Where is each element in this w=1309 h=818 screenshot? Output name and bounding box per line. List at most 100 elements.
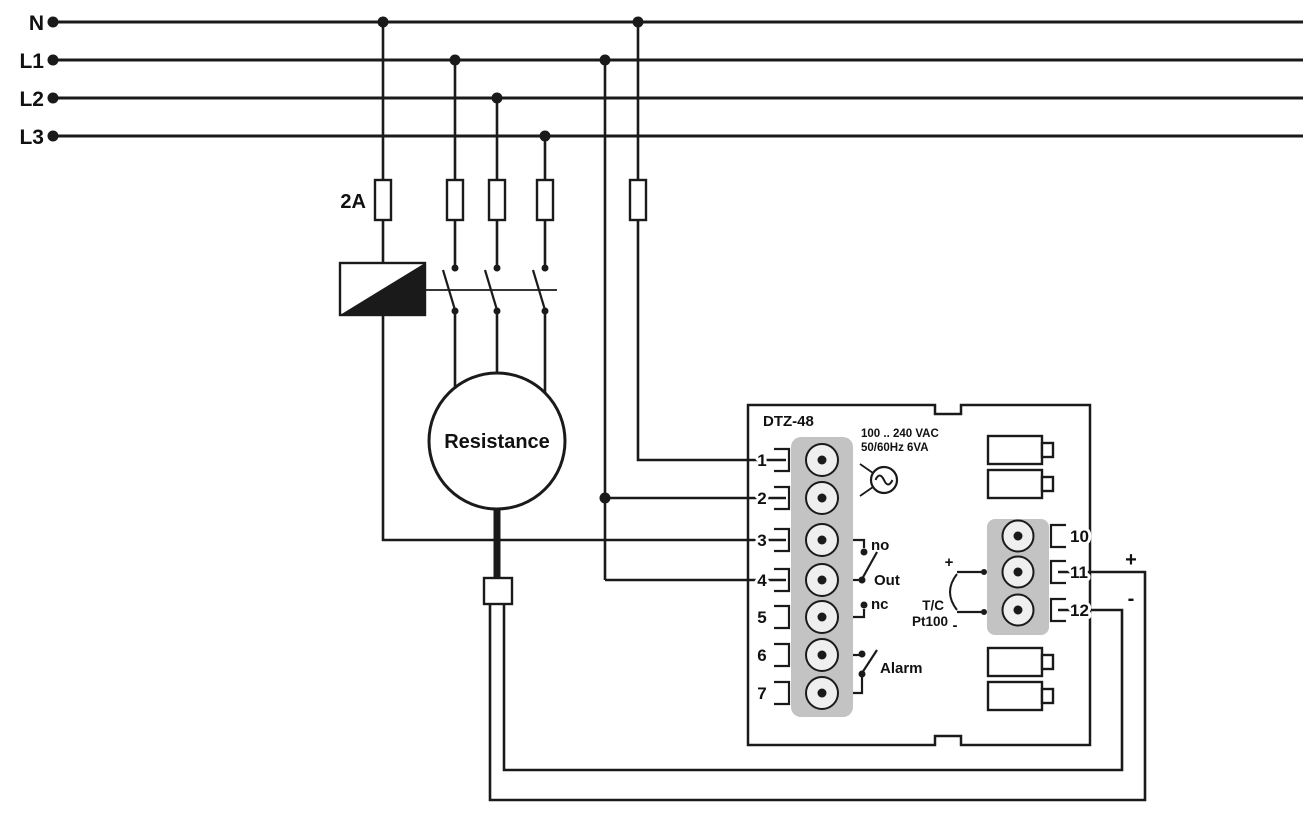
screw-center <box>817 493 827 503</box>
sensor-lead-dot <box>981 569 987 575</box>
terminal-clamp <box>774 447 791 473</box>
contactor <box>338 261 557 317</box>
bus-label-l2: L2 <box>19 88 44 111</box>
controller: DTZ-48 1 2 3 <box>746 403 1092 747</box>
alarm-label: Alarm <box>880 660 923 677</box>
alarm-dot-top <box>858 650 866 658</box>
relay-no-dot <box>860 548 868 556</box>
sensor: + - <box>482 509 1147 802</box>
ac-symbol-leads <box>859 463 874 497</box>
bus-terminal-dot-l1 <box>47 54 59 66</box>
relay-output: no Out nc <box>853 537 900 619</box>
contact-dot <box>493 264 501 272</box>
sensor-junction-arc <box>949 573 958 611</box>
unused-block <box>986 434 1044 466</box>
terminal-number: 6 <box>757 646 766 665</box>
terminal-number: 5 <box>757 608 766 627</box>
screw-center <box>817 612 827 622</box>
terminal-number: 2 <box>757 489 766 508</box>
relay-nc-dot <box>860 601 868 609</box>
contact-dot <box>541 264 549 272</box>
screw-center <box>817 650 827 660</box>
junction-dot <box>599 54 611 66</box>
unused-block-tab <box>1040 653 1055 671</box>
sensor-input: + - T/C Pt100 <box>912 554 987 634</box>
terminal-number: 3 <box>757 531 766 550</box>
terminal-strip-left: 1 2 3 4 5 6 7 <box>754 437 853 717</box>
unused-block-tab <box>1040 687 1055 705</box>
terminal-clamp <box>774 485 791 511</box>
screw-center <box>817 575 827 585</box>
sensor-input-minus: - <box>953 617 958 634</box>
unused-block <box>986 468 1044 500</box>
bus-label-l1: L1 <box>19 50 44 73</box>
supply-rating-line1: 100 .. 240 VAC <box>861 428 939 440</box>
alarm-output: Alarm <box>853 649 923 695</box>
contact-blade <box>531 269 547 311</box>
controller-model-label: DTZ-48 <box>763 413 814 430</box>
screw-center <box>817 455 827 465</box>
terminal-clamp <box>774 527 791 553</box>
sensor-wire-minus <box>502 604 1124 772</box>
unused-block-tab <box>1040 441 1055 459</box>
alarm-lead-bottom <box>853 677 864 695</box>
unused-terminal-blocks <box>986 434 1055 712</box>
unused-block <box>986 646 1044 678</box>
relay-common-dot <box>858 576 866 584</box>
sensor-type-pt100: Pt100 <box>912 614 948 629</box>
terminal-strip-right: 10 11 12 <box>987 519 1092 635</box>
relay-blade <box>861 551 878 580</box>
bus-terminal-dot-l3 <box>47 130 59 142</box>
terminal-clamp <box>1049 523 1066 549</box>
bus-label-l3: L3 <box>19 126 44 149</box>
sensor-input-plus: + <box>945 554 954 571</box>
junction-dot <box>449 54 461 66</box>
power-bus: N L1 L2 L3 <box>19 12 1303 149</box>
relay-nc-label: nc <box>871 596 889 613</box>
terminal-clamp <box>774 642 791 668</box>
fuses: 2A <box>340 178 648 222</box>
sensor-head <box>482 576 514 606</box>
bus-terminal-dot-n <box>47 16 59 28</box>
sensor-polarity-plus: + <box>1125 549 1137 571</box>
contact-blade <box>483 269 499 311</box>
bus-terminal-dot-l2 <box>47 92 59 104</box>
contact-dot <box>451 307 459 315</box>
unused-block-tab <box>1040 475 1055 493</box>
relay-no-lead <box>853 538 866 548</box>
resistance-load: Resistance <box>427 371 567 511</box>
alarm-blade <box>861 649 878 674</box>
screw-center <box>817 688 827 698</box>
controller-outline <box>746 403 1092 747</box>
screw-center <box>1013 531 1023 541</box>
resistance-label: Resistance <box>444 431 550 453</box>
terminal-number: 1 <box>757 451 766 470</box>
fuse-icon <box>628 178 648 222</box>
ac-sine-icon <box>874 474 894 486</box>
wire-coil-to-terminal3 <box>381 315 786 542</box>
relay-nc-lead <box>853 609 866 619</box>
junction-dot <box>599 492 611 504</box>
relay-no-label: no <box>871 537 889 554</box>
junction-dot <box>377 16 389 28</box>
fuse-rating-label: 2A <box>340 191 366 213</box>
bus-label-n: N <box>29 12 44 35</box>
terminal-clamp <box>774 604 791 630</box>
junction-dot <box>491 92 503 104</box>
supply-rating-line2: 50/60Hz 6VA <box>861 442 929 454</box>
sensor-lead-dot <box>981 609 987 615</box>
sensor-wire-plus <box>488 570 1147 802</box>
screw-center <box>817 535 827 545</box>
fuse-icon <box>487 178 507 222</box>
supply-wires <box>377 16 786 582</box>
contact-dot <box>541 307 549 315</box>
terminal-number: 10 <box>1070 527 1089 546</box>
contact-dot <box>451 264 459 272</box>
terminal-number: 7 <box>757 684 766 703</box>
contact-blade <box>441 269 457 311</box>
relay-common-label: Out <box>874 572 900 589</box>
unused-block <box>986 680 1044 712</box>
sensor-polarity-minus: - <box>1128 588 1135 610</box>
